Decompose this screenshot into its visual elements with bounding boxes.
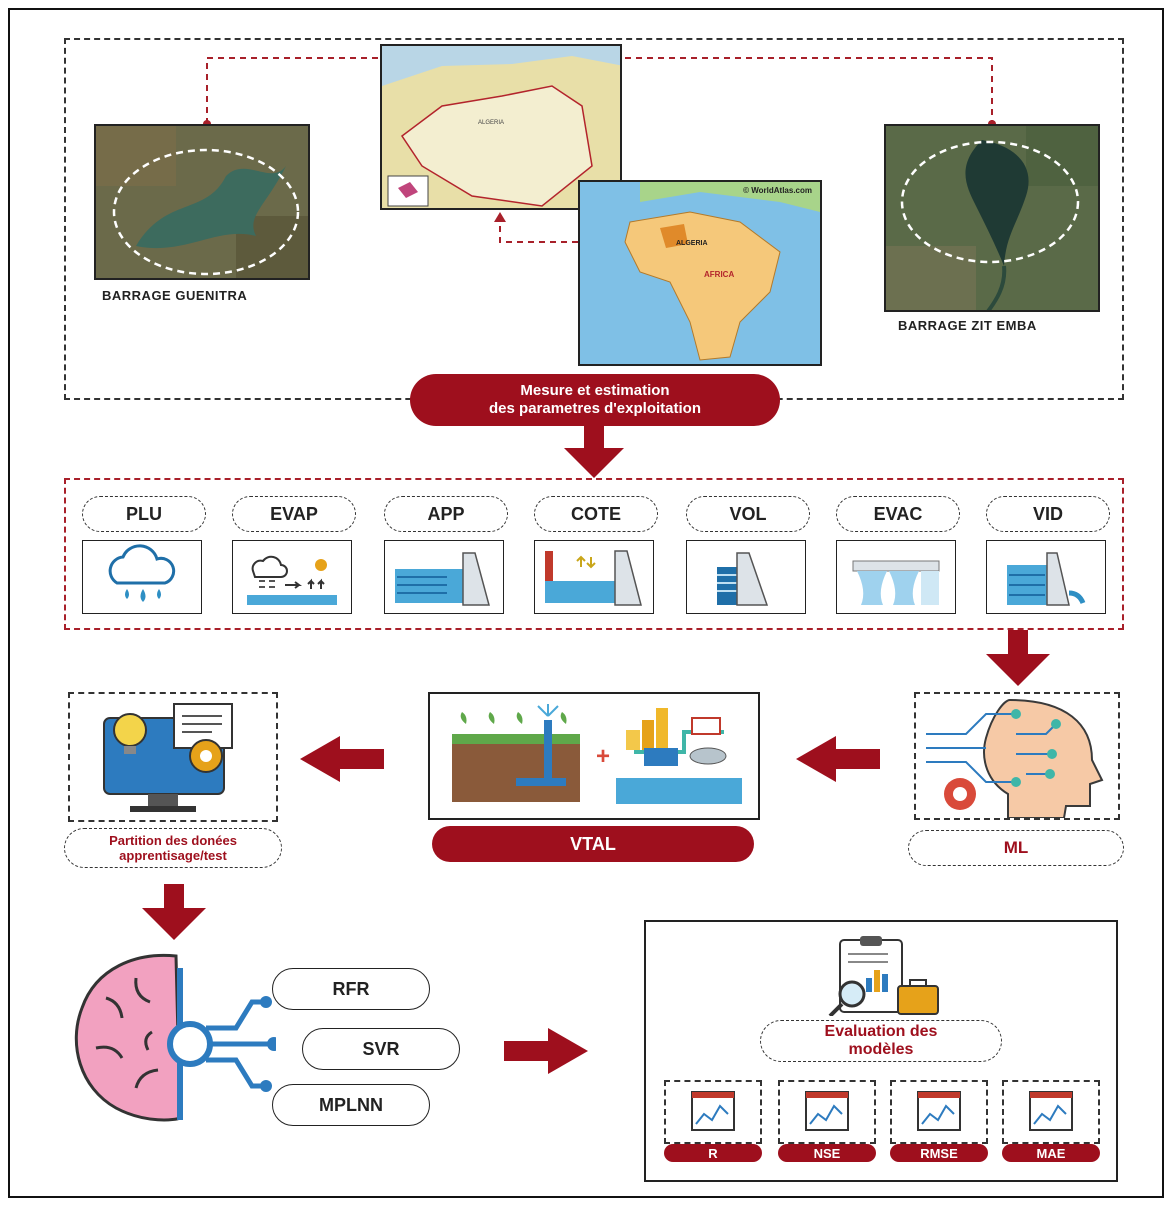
model-pill-svr: SVR — [302, 1028, 460, 1070]
drain-icon — [1007, 552, 1086, 606]
param-box-evac — [836, 540, 956, 614]
rain-cloud-icon — [108, 544, 176, 602]
plus-sign: + — [596, 743, 610, 770]
vtal-pill: VTAL — [432, 826, 754, 862]
site-label-left: BARRAGE GUENITRA — [102, 288, 248, 303]
partition-line-1: Partition des donées — [109, 833, 237, 848]
model-pill-rfr: RFR — [272, 968, 430, 1010]
vtal-box: + — [428, 692, 760, 820]
ml-pill: ML — [908, 830, 1124, 866]
report-chart-icon — [1029, 1091, 1073, 1131]
metric-box-mae — [1002, 1080, 1100, 1144]
clipboard-evaluation-icon — [828, 936, 939, 1016]
map-label-algeria: ALGERIA — [676, 240, 708, 247]
metric-pill-r: R — [664, 1144, 762, 1162]
metric-pill-mae: MAE — [1002, 1144, 1100, 1162]
water-level-icon — [545, 550, 642, 606]
reservoir-volume-icon — [717, 552, 769, 606]
metric-box-rmse — [890, 1080, 988, 1144]
map-label-africa: AFRICA — [704, 270, 735, 279]
report-chart-icon — [691, 1091, 735, 1131]
brain-circuit-icon — [74, 953, 276, 1122]
metric-pill-rmse: RMSE — [890, 1144, 988, 1162]
arrow-right — [504, 1028, 588, 1074]
param-box-evap — [232, 540, 352, 614]
measurement-banner: Mesure et estimation des parametres d'ex… — [410, 374, 780, 426]
param-box-vol — [686, 540, 806, 614]
partition-pill: Partition des donées apprentisage/test — [64, 828, 282, 868]
evaporation-icon — [247, 555, 337, 605]
param-pill-evac: EVAC — [836, 496, 960, 532]
param-box-plu — [82, 540, 202, 614]
model-pill-mplnn: MPLNN — [272, 1084, 430, 1126]
param-pill-app: APP — [384, 496, 508, 532]
param-box-cote — [534, 540, 654, 614]
param-box-app — [384, 540, 504, 614]
spillway-icon — [852, 560, 940, 605]
partition-box — [68, 692, 278, 822]
ml-box — [914, 692, 1120, 820]
arrow-down-1 — [564, 424, 624, 478]
banner-line-2: des parametres d'exploitation — [489, 400, 701, 417]
param-pill-evap: EVAP — [232, 496, 356, 532]
evaluation-title-pill: Evaluation des modèles — [760, 1020, 1002, 1062]
banner-line-1: Mesure et estimation — [520, 382, 670, 399]
guenitra-satellite-image — [94, 124, 310, 280]
arrow-down-2 — [986, 630, 1050, 686]
param-pill-vol: VOL — [686, 496, 810, 532]
arrow-down-3 — [142, 884, 206, 940]
parameters-box — [64, 478, 1124, 630]
computer-idea-icon — [103, 703, 233, 812]
irrigation-water-icon: + — [452, 704, 742, 804]
metric-pill-nse: NSE — [778, 1144, 876, 1162]
param-pill-plu: PLU — [82, 496, 206, 532]
param-box-vid — [986, 540, 1106, 614]
evaluation-line-1: Evaluation des — [824, 1023, 938, 1040]
africa-map: © WorldAtlas.com ALGERIA AFRICA — [578, 180, 822, 366]
report-chart-icon — [805, 1091, 849, 1131]
arrow-left-2 — [300, 736, 384, 782]
metric-box-r — [664, 1080, 762, 1144]
arrow-left-1 — [796, 736, 880, 782]
outer-frame — [8, 8, 1164, 1198]
site-label-right: BARRAGE ZIT EMBA — [898, 318, 1037, 333]
map-credit: © WorldAtlas.com — [743, 186, 812, 195]
ai-head-icon — [926, 698, 1104, 818]
inflow-dam-icon — [395, 552, 490, 606]
metric-box-nse — [778, 1080, 876, 1144]
svg-text:ALGERIA: ALGERIA — [478, 120, 504, 126]
report-chart-icon — [917, 1091, 961, 1131]
partition-line-2: apprentisage/test — [119, 848, 227, 863]
param-pill-vid: VID — [986, 496, 1110, 532]
evaluation-line-2: modèles — [848, 1041, 914, 1058]
param-pill-cote: COTE — [534, 496, 658, 532]
zit-emba-satellite-image — [884, 124, 1100, 312]
